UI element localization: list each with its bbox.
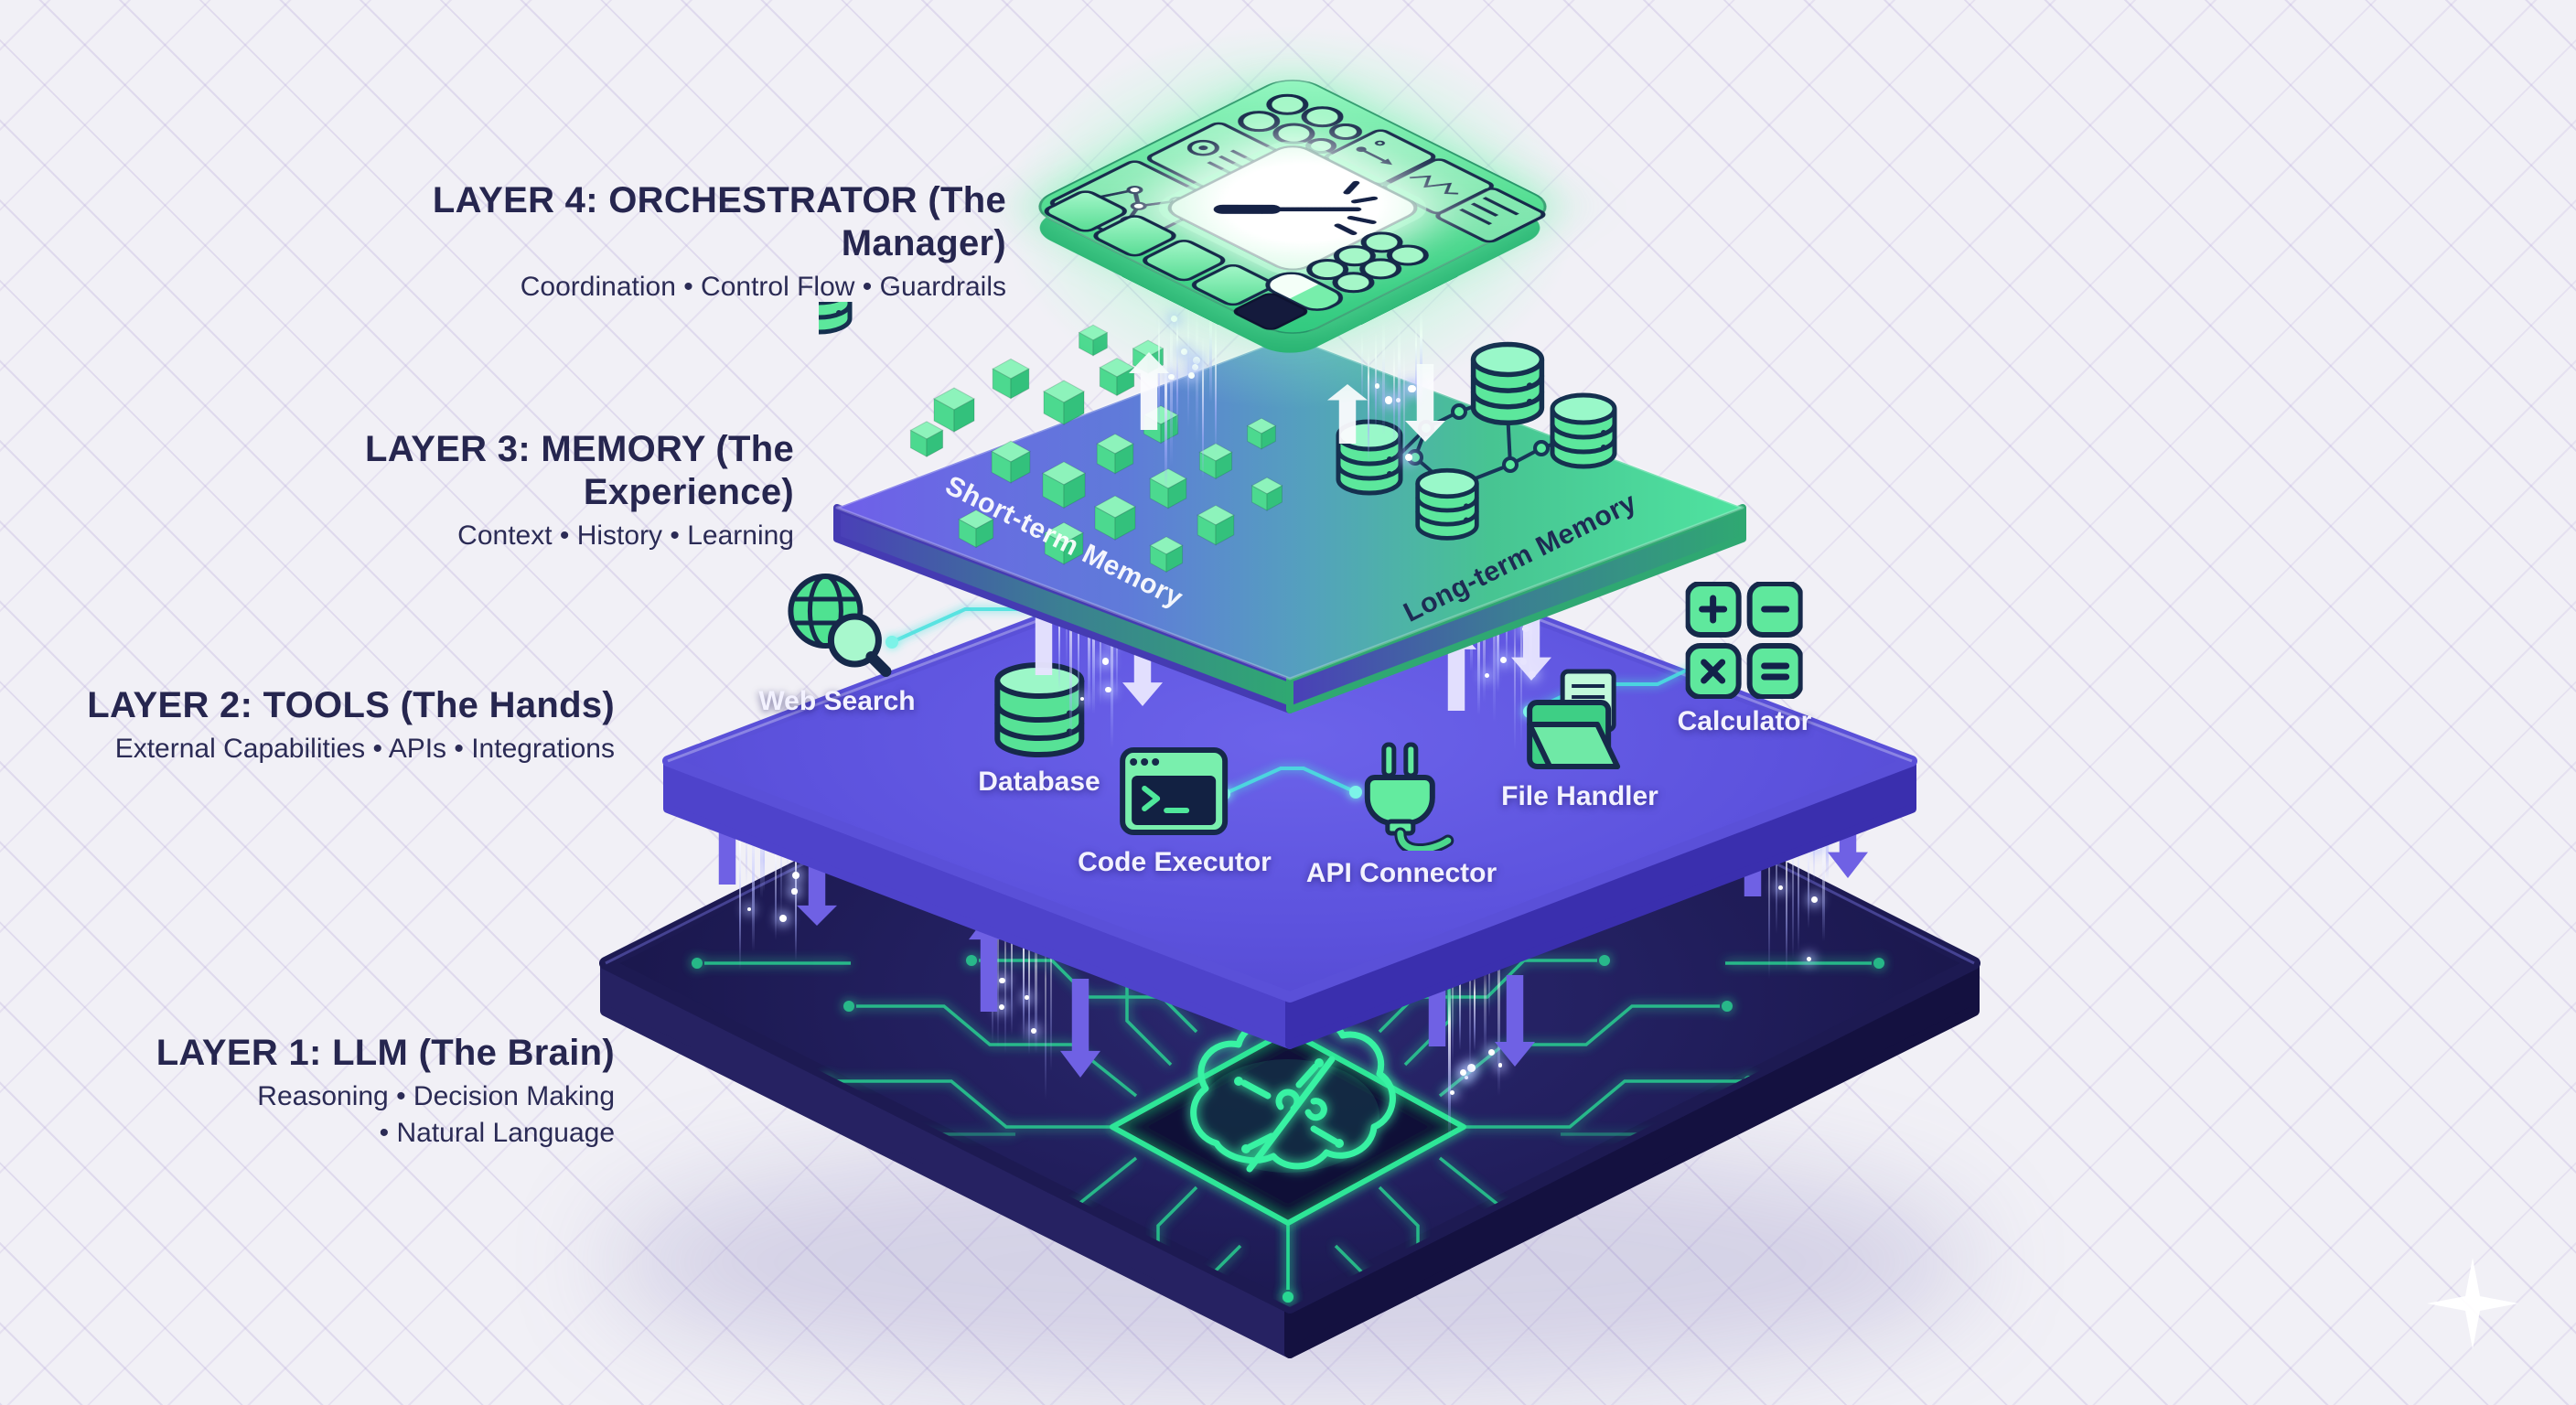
layer1-title: LAYER 1: LLM (The Brain) (156, 1033, 615, 1073)
memory-cube (1215, 514, 1235, 546)
layer2-label-block: LAYER 2: TOOLS (The Hands) External Capa… (73, 684, 615, 767)
terminal-window-icon (1120, 747, 1229, 835)
layer1-subtitle-line2: • Natural Language (379, 1117, 615, 1148)
memory-cube (975, 518, 994, 549)
memory-cube (1165, 544, 1184, 574)
tool-file-handler: File Handler (1501, 666, 1658, 812)
plug-icon (1364, 742, 1454, 851)
layer3-title: LAYER 3: MEMORY (The Experience) (364, 429, 794, 513)
tool-calculator: Calculator (1677, 582, 1812, 737)
list-panel-icon (1431, 185, 1551, 245)
tool-web-search: Web Search (758, 569, 916, 717)
folder-files-icon (1527, 669, 1620, 769)
calculator-keys-icon (1686, 582, 1803, 699)
memory-cube (1063, 531, 1084, 565)
layer4-title: LAYER 4: ORCHESTRATOR (The Manager) (432, 180, 1006, 264)
toggle-panel-icon (1319, 127, 1441, 188)
memory-cube (1114, 506, 1136, 541)
tool-api-connector: API Connector (1306, 737, 1497, 889)
tool-label: Calculator (1677, 706, 1812, 736)
tool-label: File Handler (1501, 781, 1658, 811)
layer3-subtitle: Context • History • Learning (457, 520, 794, 552)
tool-label: API Connector (1305, 858, 1497, 888)
tool-code-executor: Code Executor (1078, 739, 1272, 878)
layer2-title: LAYER 2: TOOLS (The Hands) (87, 685, 615, 725)
tool-label: Web Search (758, 686, 916, 716)
magic-wand-icon (1213, 180, 1379, 235)
control-panel-chip-icon (1023, 71, 1562, 342)
tool-label: Database (978, 767, 1100, 797)
brain-chip-icon (1110, 1016, 1466, 1226)
globe-magnifier-icon (788, 574, 891, 677)
waveform-panel-icon (1378, 156, 1498, 217)
layer1-subtitle: Reasoning • Decision Making (257, 1081, 615, 1112)
layer3-label-block: LAYER 3: MEMORY (The Experience) Context… (165, 428, 794, 554)
layer4-orchestrator-chip (892, 0, 1688, 483)
tool-label: Code Executor (1078, 847, 1272, 877)
layer2-subtitle: External Capabilities • APIs • Integrati… (114, 734, 615, 765)
layer4-subtitle: Coordination • Control Flow • Guardrails (520, 272, 1006, 303)
orchestrator-screen (1157, 140, 1428, 275)
layer4-label-block: LAYER 4: ORCHESTRATOR (The Manager) Coor… (311, 179, 1006, 306)
layer1-label-block: LAYER 1: LLM (The Brain) Reasoning • Dec… (119, 1032, 615, 1151)
memory-cube (1266, 485, 1283, 511)
